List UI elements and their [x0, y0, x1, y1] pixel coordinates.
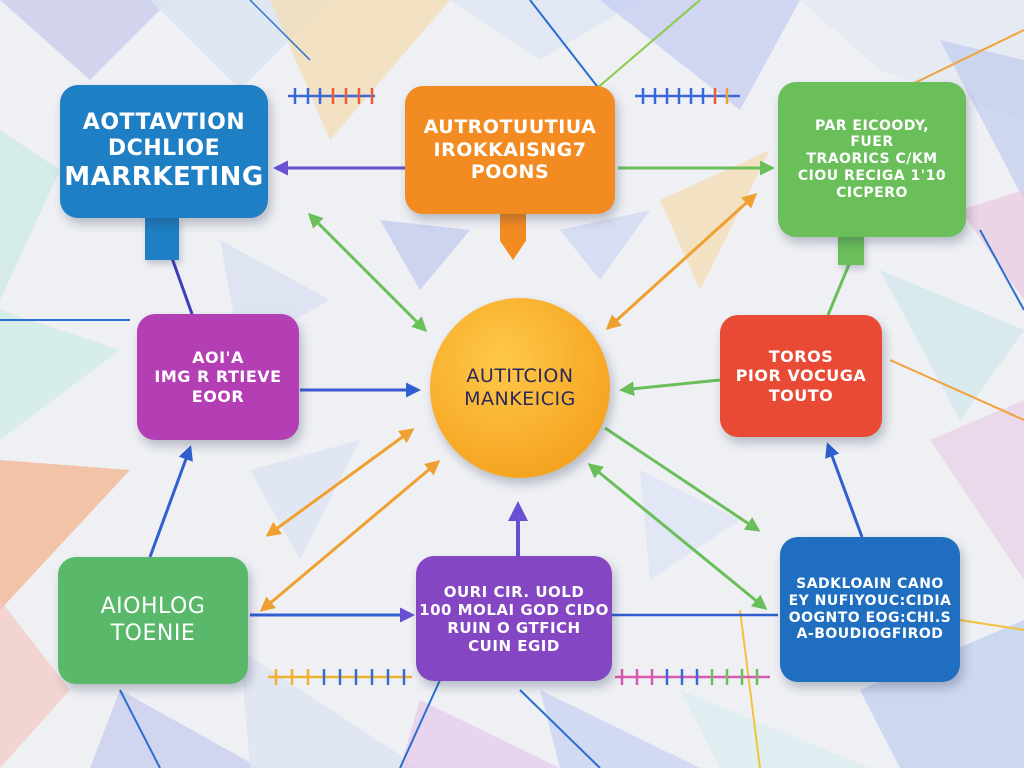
link-blue-to-magenta	[170, 257, 194, 315]
bg-shape	[450, 0, 640, 60]
node-text-line: IROKKAISNG7	[433, 138, 587, 161]
bg-shape	[600, 0, 800, 110]
bg-shape	[0, 130, 60, 300]
node-aoia-img[interactable]: AOI'A IMG R RTIEVE EOOR	[137, 314, 299, 440]
node-text-line: AOI'A	[192, 348, 244, 368]
node-text-line: CIOU RECIGA 1'10	[797, 167, 947, 184]
node-toros[interactable]: TOROS PIOR VOCUGA TOUTO	[720, 315, 882, 437]
bg-shape	[880, 270, 1024, 420]
node-text-line: TOUTO	[768, 385, 834, 405]
node-text-line: TRAORICS C/KM	[806, 151, 938, 168]
bg-line	[519, 689, 601, 768]
node-text-line: POONS	[470, 161, 550, 184]
node-text-line: TOENIE	[110, 620, 196, 646]
node-aottavtion-marketing[interactable]: AOTTAVTION DCHLIOE MARRKETING	[60, 85, 268, 218]
bg-shape	[0, 460, 130, 610]
bg-shape	[0, 310, 120, 440]
bg-shape	[0, 0, 170, 80]
arrow-red-to-center	[619, 378, 721, 397]
node-text-line: EOOR	[191, 386, 245, 406]
arrow-green-center	[605, 192, 758, 331]
bg-shape	[270, 0, 450, 140]
arrow-center-greenbl-1	[265, 428, 415, 537]
node-text-line: 100 MOLAI GOD CIDO	[419, 600, 609, 619]
bg-line	[959, 619, 1024, 631]
tick-marks	[268, 88, 770, 685]
node-par-eicoody[interactable]: PAR EICOODY, FUER TRAORICS C/KM CIOU REC…	[778, 82, 966, 237]
node-autrotuutiua[interactable]: AUTROTUUTIUA IROKKAISNG7 POONS	[405, 86, 615, 214]
bg-shape	[860, 620, 1024, 768]
arrow-bluebr-to-red	[825, 442, 864, 538]
bg-shape	[680, 690, 870, 768]
bg-line	[739, 609, 761, 768]
blue-node-tail	[145, 216, 179, 260]
bg-line	[399, 679, 441, 768]
node-text-line: SADKLOAIN CANO	[796, 575, 944, 592]
bg-line	[529, 0, 601, 91]
node-text-line: A-BOUDIOGFIROD	[796, 626, 944, 643]
node-text-line: RUIN O GTFICH	[447, 618, 581, 637]
node-text-line: CUIN EGID	[468, 636, 560, 655]
node-text-line: AUTROTUUTIUA	[423, 115, 597, 138]
node-text-line: FUER	[850, 134, 894, 151]
node-text-line: OOGNTO EOG:CHI.S	[788, 609, 952, 626]
link-green-to-red	[826, 261, 852, 316]
arrow-center-bluebr-2	[587, 463, 768, 610]
node-text-line: AIOHLOG	[100, 594, 206, 620]
node-text-line: OURI CIR. UOLD	[443, 582, 585, 601]
node-text-line: DCHLIOE	[107, 135, 221, 161]
node-text-line: IMG R RTIEVE	[154, 367, 282, 387]
bg-line	[119, 689, 161, 768]
node-aiohlog-toenie[interactable]: AIOHLOG TOENIE	[58, 557, 248, 684]
green-node-tail	[838, 235, 864, 265]
node-text-line: MANKEICIG	[464, 388, 576, 410]
node-text-line: AOTTAVTION	[82, 109, 246, 135]
bg-shape	[930, 400, 1024, 580]
bg-line	[249, 0, 311, 61]
arrow-blue-center	[307, 212, 428, 333]
node-ouri-cir-uold[interactable]: OURI CIR. UOLD 100 MOLAI GOD CIDO RUIN O…	[416, 556, 612, 681]
bg-shape	[960, 190, 1024, 300]
node-text-line: MARRKETING	[64, 162, 264, 193]
node-text-line: PAR EICOODY,	[814, 117, 930, 134]
bg-line	[889, 359, 1024, 421]
node-text-line: EY NUFIYOUC:CIDIA	[788, 592, 952, 609]
bg-line	[899, 29, 1024, 91]
bg-shape	[240, 650, 420, 768]
bg-shape	[90, 690, 260, 768]
node-text-line: AUTITCION	[466, 365, 574, 388]
bg-line	[979, 229, 1024, 311]
node-text-line: TOROS	[768, 347, 834, 367]
node-text-line: CICPERO	[836, 184, 908, 201]
arrow-center-bluebr-1	[604, 426, 761, 532]
node-center-autitcion[interactable]: AUTITCION MANKEICIG	[430, 298, 610, 478]
bg-shape	[940, 40, 1024, 200]
arrow-greenbl-to-magenta	[148, 445, 193, 558]
bg-shape	[0, 600, 70, 768]
node-text-line: PIOR VOCUGA	[735, 366, 867, 386]
node-sadkloain[interactable]: SADKLOAIN CANO EY NUFIYOUC:CIDIA OOGNTO …	[780, 537, 960, 682]
arrow-center-greenbl-2	[259, 460, 441, 612]
bg-shape	[400, 700, 560, 768]
